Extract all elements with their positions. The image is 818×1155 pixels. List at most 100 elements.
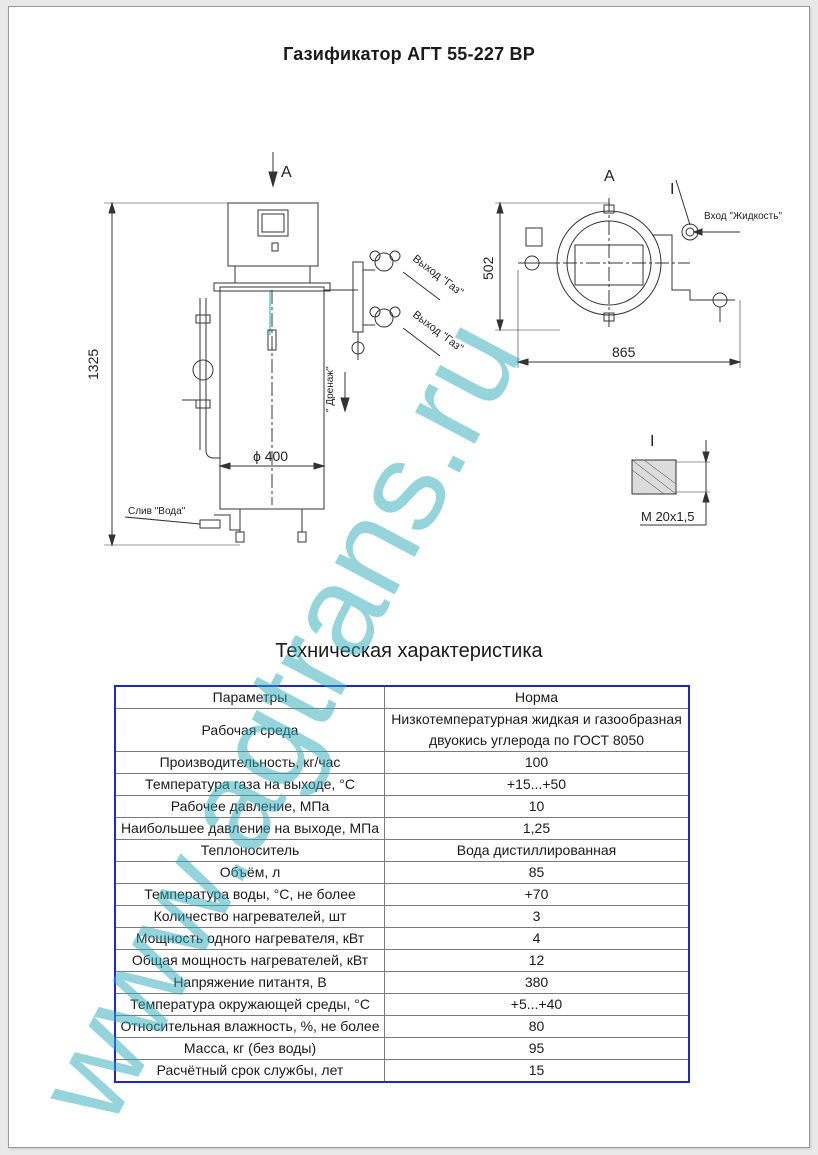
drawing-title: Газификатор АГТ 55-227 ВР bbox=[283, 44, 535, 64]
spec-value: 100 bbox=[384, 751, 690, 774]
spec-param: Температура воды, °С, не более bbox=[114, 883, 385, 906]
gauge-1b bbox=[389, 250, 401, 262]
top-bolt-s bbox=[603, 312, 615, 322]
detail-i-arrow-top bbox=[702, 451, 710, 464]
gas-riser bbox=[352, 261, 364, 333]
spec-header-row: Параметры Норма bbox=[114, 685, 690, 709]
detail-i-mark: I bbox=[670, 181, 674, 198]
gas-regulator-2 bbox=[374, 308, 394, 328]
foot-right bbox=[297, 531, 307, 543]
spec-row: Температура окружающей среды, °С+5...+40 bbox=[114, 993, 690, 1016]
dim-865-label: 865 bbox=[612, 344, 636, 360]
top-side-box bbox=[525, 227, 543, 247]
spec-param: Расчётный срок службы, лет bbox=[114, 1059, 385, 1083]
control-display-inner bbox=[261, 213, 285, 233]
control-indicator bbox=[271, 242, 279, 252]
spec-row: Рабочая среда Низкотемпературная жидкая … bbox=[114, 708, 690, 752]
top-right-pipe bbox=[652, 234, 735, 301]
gauge-2b bbox=[389, 306, 401, 318]
technical-drawing: A A I I 1325 ϕ 400 502 865 М 20х1,5 Выхо… bbox=[85, 152, 782, 547]
dim-diameter-label: ϕ 400 bbox=[253, 448, 288, 464]
control-display bbox=[257, 209, 289, 237]
gas-out-arrow-1 bbox=[402, 271, 441, 301]
spec-param: Теплоноситель bbox=[114, 839, 385, 862]
spec-table: Параметры Норма Рабочая среда Низкотемпе… bbox=[114, 685, 690, 1083]
water-drain-label: Слив "Вода" bbox=[128, 506, 186, 517]
spec-param: Масса, кг (без воды) bbox=[114, 1037, 385, 1060]
left-valve bbox=[192, 359, 214, 381]
spec-param: Напряжение питантя, В bbox=[114, 971, 385, 994]
detail-i-hatch-2 bbox=[643, 459, 677, 485]
detail-i-hatch-3 bbox=[631, 469, 665, 495]
view-a-label: A bbox=[604, 168, 615, 185]
gauge-2a bbox=[369, 306, 381, 318]
gauge-1a bbox=[369, 250, 381, 262]
spec-value: +5...+40 bbox=[384, 993, 690, 1016]
col-params-header: Параметры bbox=[114, 685, 385, 709]
detail-i-arrow-bottom bbox=[702, 490, 710, 503]
spec-value: 85 bbox=[384, 861, 690, 884]
gas-regulator-1 bbox=[374, 252, 394, 272]
spec-value: +15...+50 bbox=[384, 773, 690, 796]
col-norm-header: Норма bbox=[384, 685, 690, 709]
spec-value: 95 bbox=[384, 1037, 690, 1060]
dim-502-label: 502 bbox=[480, 256, 496, 280]
gas-outlet-label-1: Выход "Газ" bbox=[410, 253, 465, 299]
spec-param: Мощность одного нагревателя, кВт bbox=[114, 927, 385, 950]
left-pipe-bend bbox=[205, 449, 220, 459]
view-a-mark: A bbox=[281, 164, 292, 181]
dim-diameter-arrow-right bbox=[313, 462, 326, 470]
spec-value: Низкотемпературная жидкая и газообразная… bbox=[384, 708, 690, 752]
spec-value: 12 bbox=[384, 949, 690, 972]
view-a-arrowhead bbox=[268, 171, 278, 188]
left-fitting-1 bbox=[195, 314, 211, 324]
dim-1325-label: 1325 bbox=[85, 349, 101, 380]
spec-row: Температура газа на выходе, °С+15...+50 bbox=[114, 773, 690, 796]
spec-value: 10 bbox=[384, 795, 690, 818]
dim-865-arrow-right bbox=[729, 358, 742, 366]
spec-param: Температура окружающей среды, °С bbox=[114, 993, 385, 1016]
dim-diameter-arrow-left bbox=[218, 462, 231, 470]
detail-i-label: I bbox=[650, 433, 654, 450]
spec-heading: Техническая характеристика bbox=[275, 640, 543, 662]
spec-value: 80 bbox=[384, 1015, 690, 1038]
spec-param: Производительность, кг/час bbox=[114, 751, 385, 774]
thread-dim-label: М 20х1,5 bbox=[641, 509, 694, 524]
drain-pipe bbox=[214, 514, 240, 531]
dim-865-arrow-left bbox=[516, 358, 529, 366]
spec-value: 3 bbox=[384, 905, 690, 928]
control-box bbox=[227, 202, 319, 267]
detail-i-leader bbox=[675, 179, 691, 226]
tank-sensor-head bbox=[267, 329, 277, 351]
gas-outlet-label-2: Выход "Газ" bbox=[410, 309, 465, 355]
spec-row: Температура воды, °С, не более+70 bbox=[114, 883, 690, 906]
spec-row: Масса, кг (без воды)95 bbox=[114, 1037, 690, 1060]
spec-param: Рабочая среда bbox=[114, 708, 385, 752]
foot-left bbox=[235, 531, 245, 543]
left-fitting-2 bbox=[195, 399, 211, 409]
spec-param: Температура газа на выходе, °С bbox=[114, 773, 385, 796]
spec-param: Количество нагревателей, шт bbox=[114, 905, 385, 928]
dim-1325-arrow-top bbox=[108, 201, 116, 214]
spec-value: Вода дистиллированная bbox=[384, 839, 690, 862]
gas-out-arrow-2 bbox=[402, 327, 441, 357]
drain-label: " Дренаж" bbox=[325, 366, 336, 412]
liquid-inlet-label: Вход "Жидкость" bbox=[704, 211, 782, 222]
spec-param: Общая мощность нагревателей, кВт bbox=[114, 949, 385, 972]
tank-body bbox=[219, 286, 325, 510]
spec-param: Относительная влажность, %, не более bbox=[114, 1015, 385, 1038]
spec-value: 380 bbox=[384, 971, 690, 994]
spec-value: 1,25 bbox=[384, 817, 690, 840]
spec-value-line-2: двуокись углерода по ГОСТ 8050 bbox=[428, 732, 645, 748]
spec-value-line-1: Низкотемпературная жидкая и газообразная bbox=[391, 711, 682, 727]
